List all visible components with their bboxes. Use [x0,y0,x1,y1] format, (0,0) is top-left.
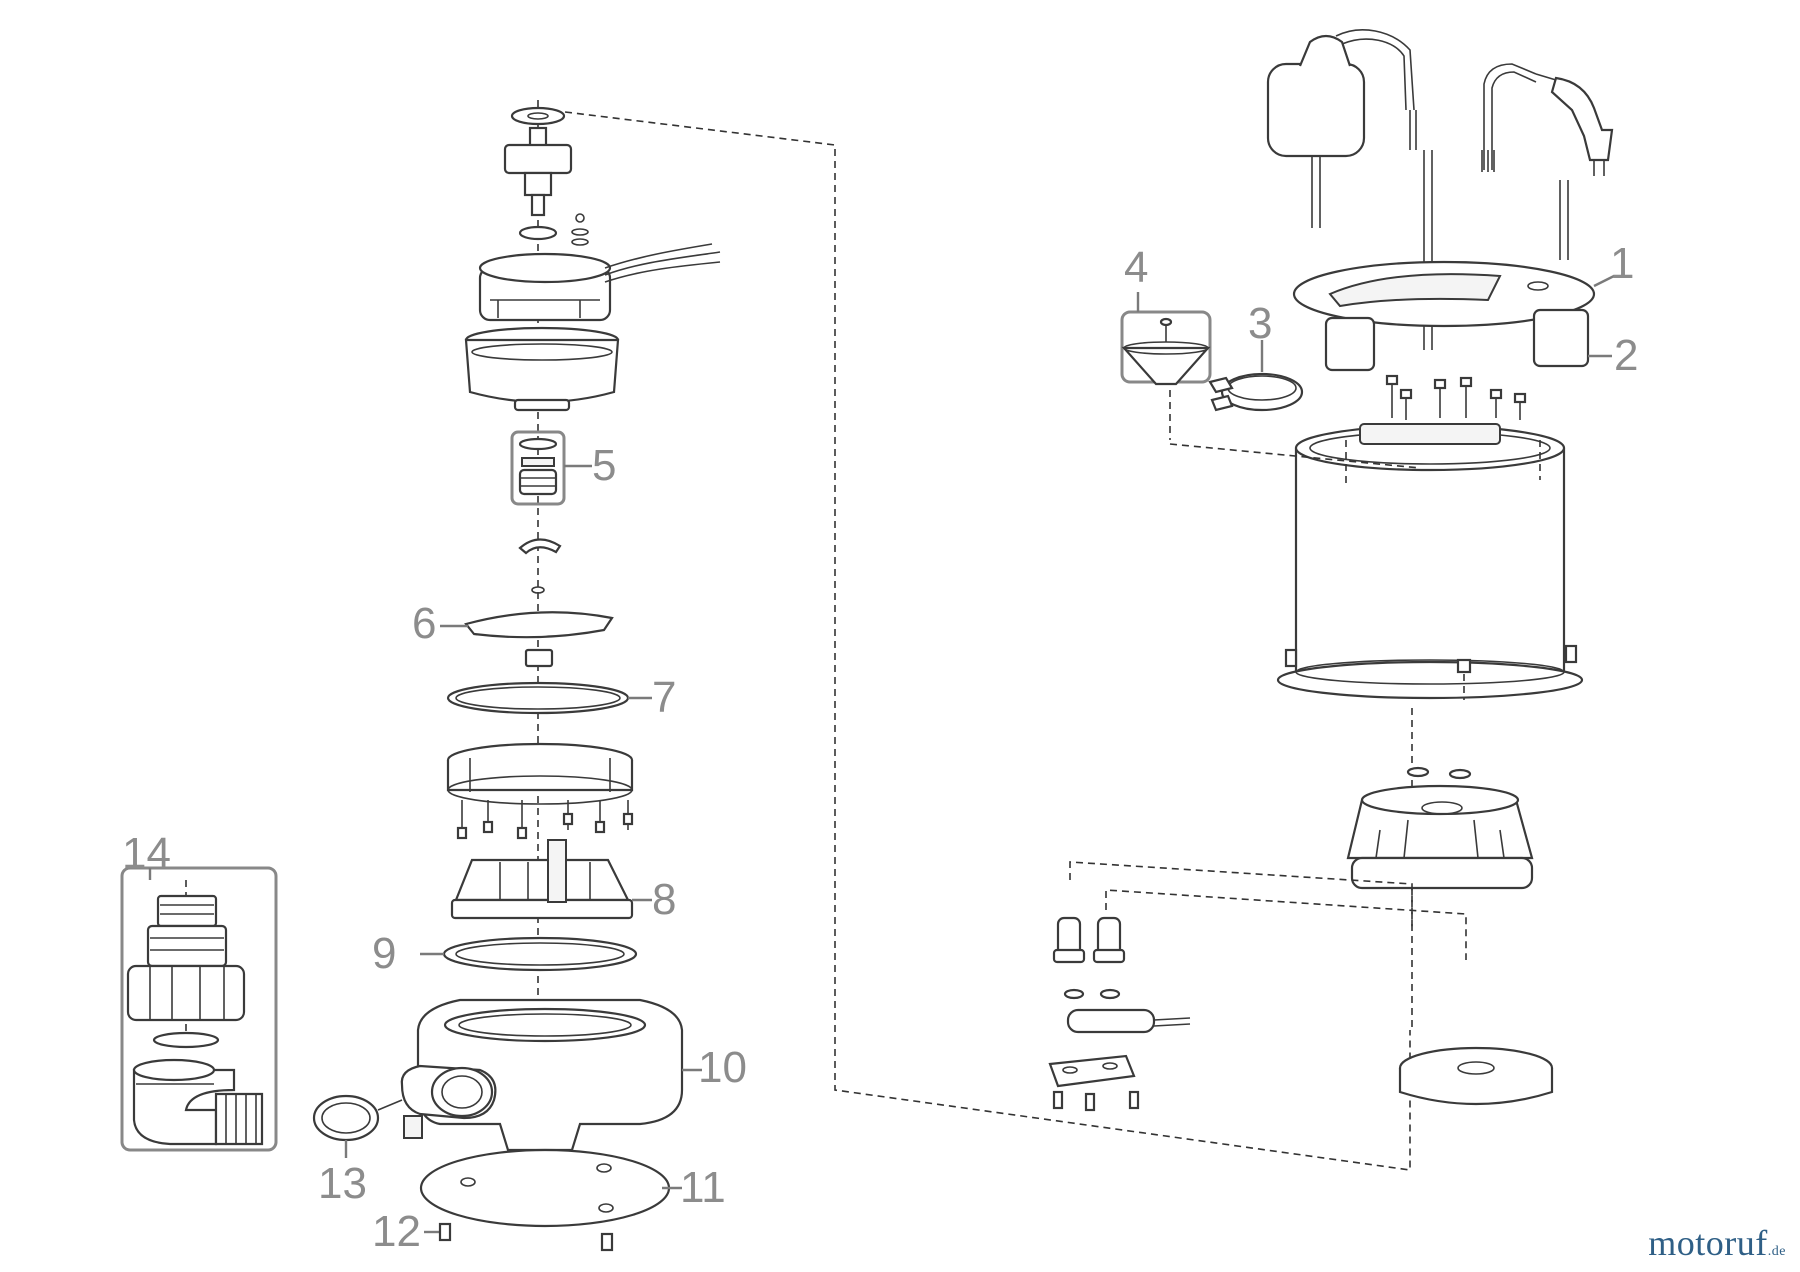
callout-5: 5 [592,441,616,490]
callout-10: 10 [698,1043,747,1092]
part-8-strainer-cage [450,839,652,920]
part-5-seal-set [510,430,592,506]
part-4-float-valve [1120,292,1212,440]
callout-7: 7 [652,673,676,722]
callout-12: 12 [372,1207,421,1256]
pump-chamber-cover [446,742,634,840]
watermark-suffix: .de [1767,1244,1786,1259]
circlip [518,538,562,594]
terminal-assembly [1048,861,1467,1112]
part-2-handle-legs [1324,308,1612,372]
watermark-logo: motoruf.de [1648,1222,1786,1264]
motor-can [1276,423,1584,700]
rotor-shaft [503,126,589,246]
part-11-base-plate [419,1148,682,1228]
leader-part-4 [1169,443,1421,469]
right-stack [1048,29,1615,1112]
callout-2: 2 [1614,331,1638,380]
part-7-o-ring [446,681,652,715]
part-12-screws [424,1222,614,1252]
cable-bundles [1409,63,1614,176]
part-10-pump-housing [400,998,702,1152]
stator-coil [478,243,721,322]
part-9-gasket [420,936,638,972]
float-switch [1266,29,1415,228]
watermark-main: motoruf [1648,1223,1768,1263]
connector-dashed-long [564,111,1411,1171]
part-6-impeller-disc [440,611,614,668]
callout-4: 4 [1124,243,1148,292]
callout-3: 3 [1248,299,1272,348]
callout-11: 11 [680,1163,726,1212]
washer [1448,768,1472,780]
washer [1406,766,1430,778]
left-stack [400,100,721,1252]
bearing-cover [1346,784,1534,890]
part-1-handle-top [1292,260,1615,328]
base-disc [1398,1046,1554,1106]
callout-9: 9 [372,929,396,978]
part-3-capacitor-clip [1208,340,1304,412]
callout-6: 6 [412,599,436,648]
callout-8: 8 [652,875,676,924]
callout-13: 13 [318,1159,367,1208]
part-14-hose-connector-set [120,866,278,1152]
can-screws [1385,374,1527,420]
callout-1: 1 [1610,239,1634,288]
callout-14: 14 [122,829,171,878]
part-13-hose-o-ring [312,1094,403,1158]
top-washer [510,106,566,126]
chamber-screws [456,800,634,840]
motor-cup [464,326,620,412]
